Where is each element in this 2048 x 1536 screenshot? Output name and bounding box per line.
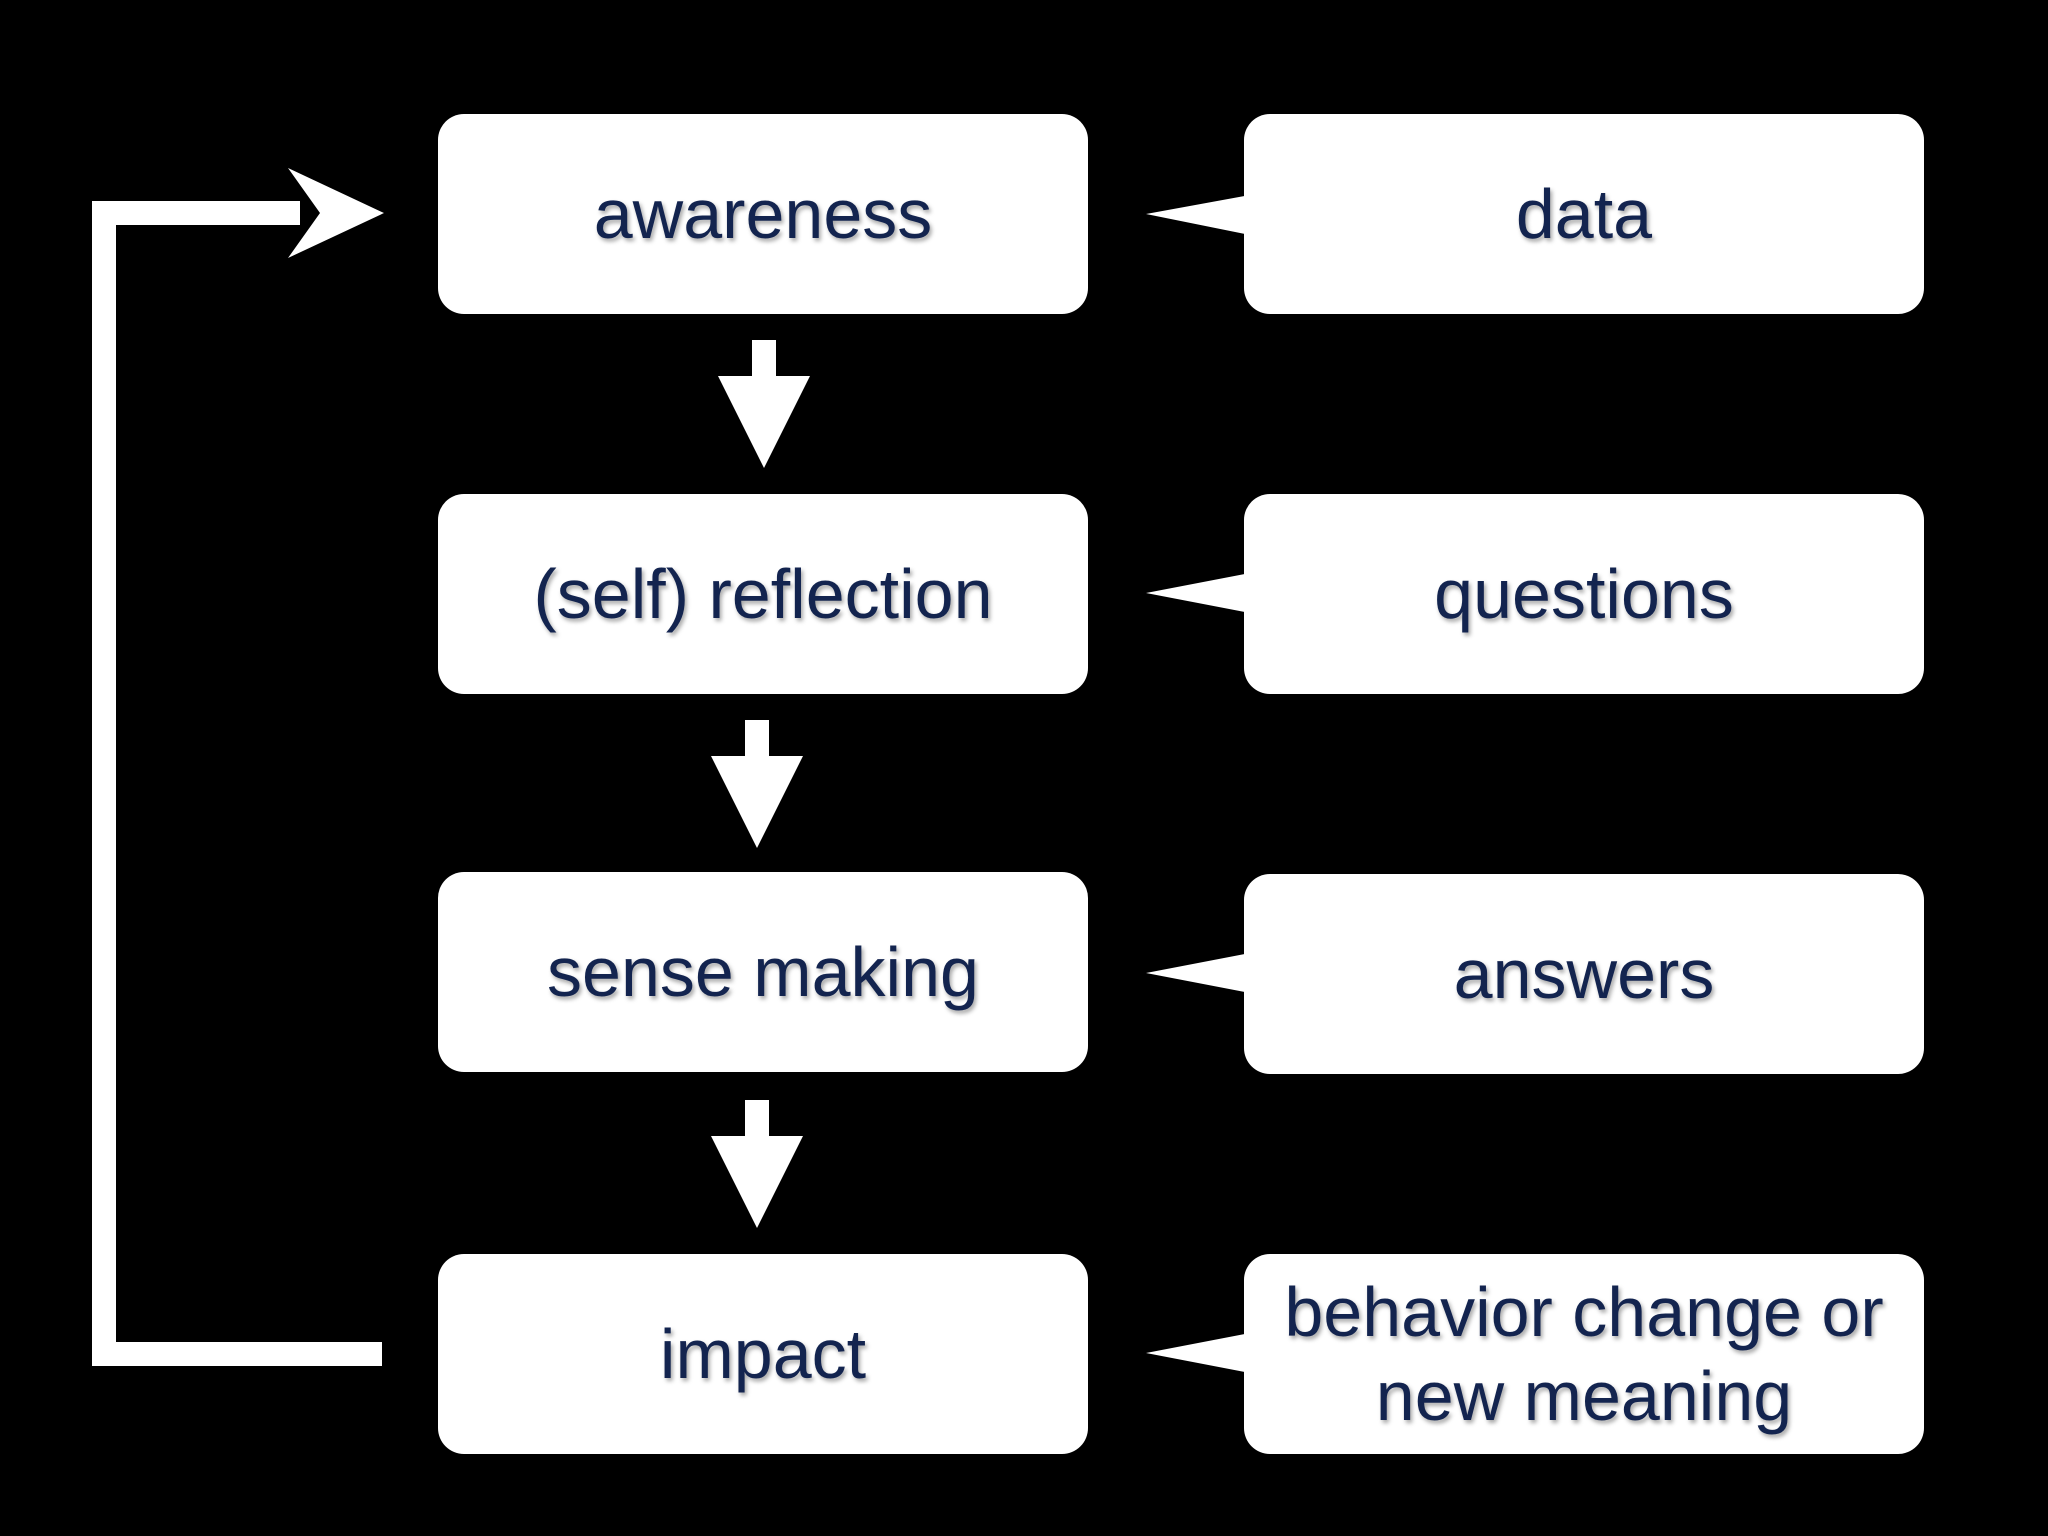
callout-pointer-data	[1146, 195, 1250, 235]
output-label: behavior change or new meaning	[1284, 1273, 1884, 1435]
stage-label: (self) reflection	[533, 555, 993, 633]
feedback-loop-line	[92, 201, 382, 1366]
feedback-loop-arrowhead	[288, 168, 384, 258]
stage-label: awareness	[593, 175, 933, 253]
stage-box-sense-making: sense making	[438, 872, 1088, 1072]
stage-box-awareness: awareness	[438, 114, 1088, 314]
stage-label: impact	[659, 1315, 867, 1393]
output-box-questions: questions	[1244, 494, 1924, 694]
output-label: questions	[1434, 555, 1734, 633]
stage-box-impact: impact	[438, 1254, 1088, 1454]
callout-pointer-answers	[1146, 953, 1250, 993]
output-label: data	[1515, 175, 1653, 253]
callout-pointer-questions	[1146, 573, 1250, 613]
output-box-answers: answers	[1244, 874, 1924, 1074]
output-box-data: data	[1244, 114, 1924, 314]
down-arrow-1	[718, 340, 810, 468]
callout-pointer-behavior	[1146, 1333, 1250, 1373]
output-label: answers	[1453, 935, 1715, 1013]
output-box-behavior: behavior change or new meaning	[1244, 1254, 1924, 1454]
down-arrow-2	[711, 720, 803, 848]
stage-label: sense making	[547, 933, 979, 1011]
down-arrow-3	[711, 1100, 803, 1228]
stage-box-reflection: (self) reflection	[438, 494, 1088, 694]
